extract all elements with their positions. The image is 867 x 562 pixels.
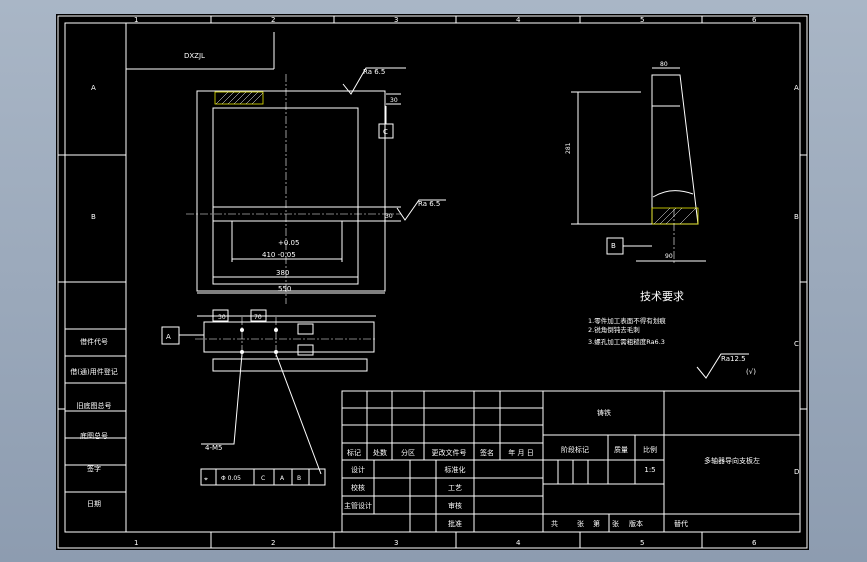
weight-label: 质量: [614, 445, 628, 454]
sheet-total-a: 共: [551, 519, 558, 528]
zone-top-6: 6: [752, 16, 757, 24]
sheet-no-a: 第: [593, 519, 600, 528]
tb-header-6: 年 月 日: [508, 448, 533, 457]
tb-header-2: 处数: [373, 448, 387, 457]
tech-req-3: 3.螺孔加工需粗糙度Ra6.3: [588, 337, 665, 346]
tech-req-title: 技术要求: [640, 290, 684, 303]
front-roughness-top: Ra 6.5: [363, 68, 385, 76]
title-block: [341, 390, 801, 533]
zone-bottom-4: 4: [516, 539, 521, 547]
tb-row-process: 工艺: [448, 484, 462, 492]
section-dim-a: 30: [218, 314, 226, 321]
zone-right-a: A: [794, 84, 799, 92]
tb-header-5: 签名: [480, 448, 494, 457]
front-roughness-band: Ra 6.5: [418, 200, 440, 208]
tb-row-approve: 批准: [448, 519, 462, 528]
zone-top-3: 3: [394, 16, 398, 24]
sheet-total-b: 张: [577, 519, 584, 528]
part-code: DXZJL: [184, 52, 205, 60]
tb-header-1: 标记: [347, 448, 361, 457]
zone-right-b: B: [794, 213, 799, 221]
cad-viewport[interactable]: 1 2 3 4 5 6 1 2 3 4 5 6 A B A B C D 借件代号…: [56, 14, 809, 550]
side-dim-height: 281: [565, 142, 572, 154]
dim-410: 410 -0.05: [262, 251, 296, 259]
fcf-datum-c: C: [261, 475, 265, 482]
tb-row-check: 校核: [351, 483, 365, 492]
zone-bottom-1: 1: [134, 539, 138, 547]
side-dim-bottom: 90: [665, 253, 673, 260]
part-name: 多轴器导向支板左: [704, 456, 760, 465]
fcf-tolerance: Φ 0.05: [221, 475, 241, 482]
dim-380: 380: [276, 269, 289, 277]
datum-b: B: [611, 242, 616, 250]
fcf-symbol: ⌖: [204, 475, 208, 483]
zone-bottom-5: 5: [640, 539, 644, 547]
zone-top-4: 4: [516, 16, 521, 24]
strip-label-5: 日期: [87, 500, 101, 508]
strip-label-3: 底图总号: [80, 431, 108, 440]
datum-c: C: [383, 128, 388, 136]
zone-bottom-3: 3: [394, 539, 398, 547]
fcf-datum-b: B: [297, 475, 301, 482]
zone-top-2: 2: [271, 16, 275, 24]
dim-thk-bot: 30: [385, 213, 393, 220]
tech-req-2: 2.锐角倒钝去毛刺: [588, 325, 640, 334]
tb-row-std: 标准化: [445, 465, 466, 474]
stage-label: 阶段标记: [561, 445, 589, 454]
side-view: [571, 67, 706, 264]
section-dim-b: 70: [254, 314, 262, 321]
strip-label-4: 签字: [87, 464, 101, 473]
ratio-value: 1:5: [644, 466, 655, 474]
hole-callout: 4-M5: [205, 444, 222, 452]
outer-frame: [57, 15, 808, 549]
zone-ticks: [58, 16, 807, 548]
front-view: [186, 67, 446, 304]
zone-bottom-2: 2: [271, 539, 275, 547]
tb-row-review: 审核: [448, 501, 462, 510]
zone-right-d: D: [794, 468, 799, 476]
tb-row-design: 设计: [351, 465, 365, 474]
dim-thk-top: 30: [390, 97, 398, 104]
strip-label-1: 借(通)用件登记: [70, 367, 117, 376]
ratio-label: 比例: [643, 445, 657, 454]
tb-header-4: 更改文件号: [432, 448, 467, 457]
strip-top-label: 借件代号: [80, 337, 108, 346]
general-roughness-suffix: (√): [746, 368, 756, 376]
fcf-datum-a: A: [280, 475, 285, 482]
section-view: [161, 309, 376, 486]
side-dim-top: 80: [660, 61, 668, 68]
zone-right-c: C: [794, 340, 799, 348]
general-roughness: Ra12.5: [721, 355, 746, 363]
zone-left-a: A: [91, 84, 96, 92]
left-zone-strip: [65, 23, 127, 532]
dim-550: 550: [278, 285, 291, 293]
sheet-no-b: 张: [612, 519, 619, 528]
tb-header-3: 分区: [401, 448, 415, 457]
tb-row-chief: 主管设计: [344, 501, 372, 510]
datum-a: A: [166, 333, 171, 341]
replace-label: 替代: [674, 519, 688, 528]
dim-tol-upper: +0.05: [278, 239, 299, 247]
material: 铸铁: [597, 408, 611, 417]
part-code-box: [126, 32, 275, 70]
zone-top-5: 5: [640, 16, 644, 24]
tech-req-1: 1.零件加工表面不得有划痕: [588, 316, 666, 325]
strip-label-2: 旧底图总号: [77, 401, 112, 410]
zone-bottom-6: 6: [752, 539, 757, 547]
zone-left-b: B: [91, 213, 96, 221]
zone-top-1: 1: [134, 16, 138, 24]
general-roughness-symbol: [696, 353, 749, 379]
version-label: 版本: [629, 519, 643, 528]
drawing-sheet: 1 2 3 4 5 6 1 2 3 4 5 6 A B A B C D 借件代号…: [57, 15, 808, 549]
